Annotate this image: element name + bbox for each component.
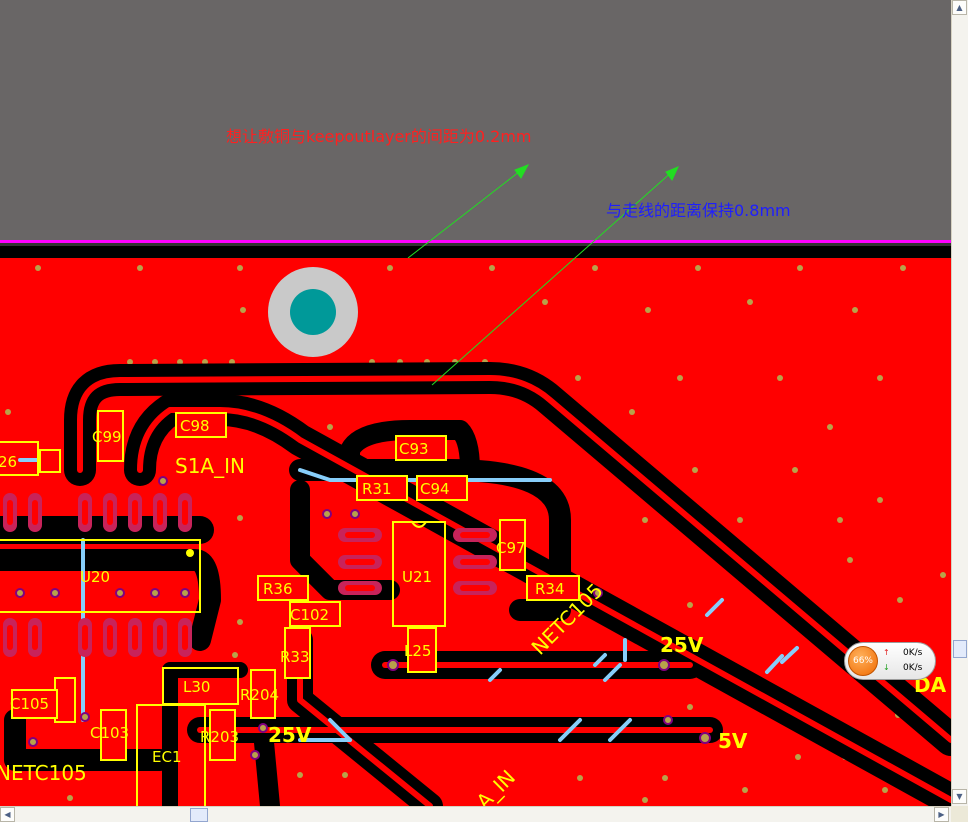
label-c102: C102 bbox=[290, 606, 329, 624]
label-l25: L25 bbox=[404, 642, 431, 660]
download-speed: 0K/s bbox=[903, 663, 923, 673]
net-25v-lower: 25V bbox=[268, 723, 312, 747]
label-r204: R204 bbox=[240, 686, 279, 704]
net-5v: 5V bbox=[718, 729, 748, 753]
label-r34: R34 bbox=[535, 580, 565, 598]
label-c93: C93 bbox=[399, 440, 429, 458]
label-c103: C103 bbox=[90, 724, 129, 742]
arrow-right-icon[interactable]: ▶ bbox=[934, 807, 949, 822]
net-s1a-in: S1A_IN bbox=[175, 454, 245, 478]
label-26: 26 bbox=[0, 453, 17, 471]
label-c94: C94 bbox=[420, 480, 450, 498]
scrollbar-corner bbox=[951, 806, 968, 822]
keepout-line bbox=[0, 240, 951, 243]
annotation-arrows bbox=[407, 164, 679, 386]
top-traces bbox=[77, 375, 951, 806]
label-l30: L30 bbox=[183, 678, 210, 696]
label-u20: U20 bbox=[80, 568, 110, 586]
label-c105: C105 bbox=[10, 695, 49, 713]
net-netc105-bottom: NETC105 bbox=[0, 761, 87, 785]
mounting-hole bbox=[268, 267, 358, 357]
label-r33: R33 bbox=[280, 648, 310, 666]
label-c98: C98 bbox=[180, 417, 210, 435]
label-r203: R203 bbox=[200, 728, 239, 746]
arrow-left-icon[interactable]: ◀ bbox=[0, 807, 15, 822]
trace-annotation: 与走线的距离保持0.8mm bbox=[606, 201, 791, 220]
keepout-annotation: 想让敷铜与keepoutlayer的间距为0.2mm bbox=[226, 127, 532, 146]
arrow-up-icon[interactable]: ▲ bbox=[952, 0, 967, 15]
upload-speed: 0K/s bbox=[903, 648, 923, 658]
label-c97: C97 bbox=[496, 539, 526, 557]
vertical-scroll-thumb[interactable] bbox=[953, 640, 967, 658]
net-25v-upper: 25V bbox=[660, 633, 704, 657]
arrow-down-icon[interactable]: ▼ bbox=[952, 789, 967, 804]
silkscreen bbox=[0, 410, 580, 806]
label-r31: R31 bbox=[362, 480, 392, 498]
vertical-scrollbar[interactable]: ▲ ▼ bbox=[951, 0, 968, 806]
upload-arrow-icon: ↑ bbox=[883, 648, 890, 657]
horizontal-scroll-thumb[interactable] bbox=[190, 808, 208, 822]
horizontal-scrollbar[interactable]: ◀ ▶ bbox=[0, 806, 951, 822]
pcb-canvas[interactable]: C99 C98 C93 R31 C94 C97 R34 R36 C102 R33… bbox=[0, 0, 951, 806]
label-c99: C99 bbox=[92, 428, 122, 446]
label-ec1: EC1 bbox=[152, 748, 182, 766]
download-arrow-icon: ↓ bbox=[883, 663, 890, 672]
net-speed-monitor[interactable]: 66% ↑ 0K/s ↓ 0K/s bbox=[844, 642, 936, 680]
label-u21: U21 bbox=[402, 568, 432, 586]
net-gauge: 66% bbox=[848, 646, 878, 676]
label-r36: R36 bbox=[263, 580, 293, 598]
